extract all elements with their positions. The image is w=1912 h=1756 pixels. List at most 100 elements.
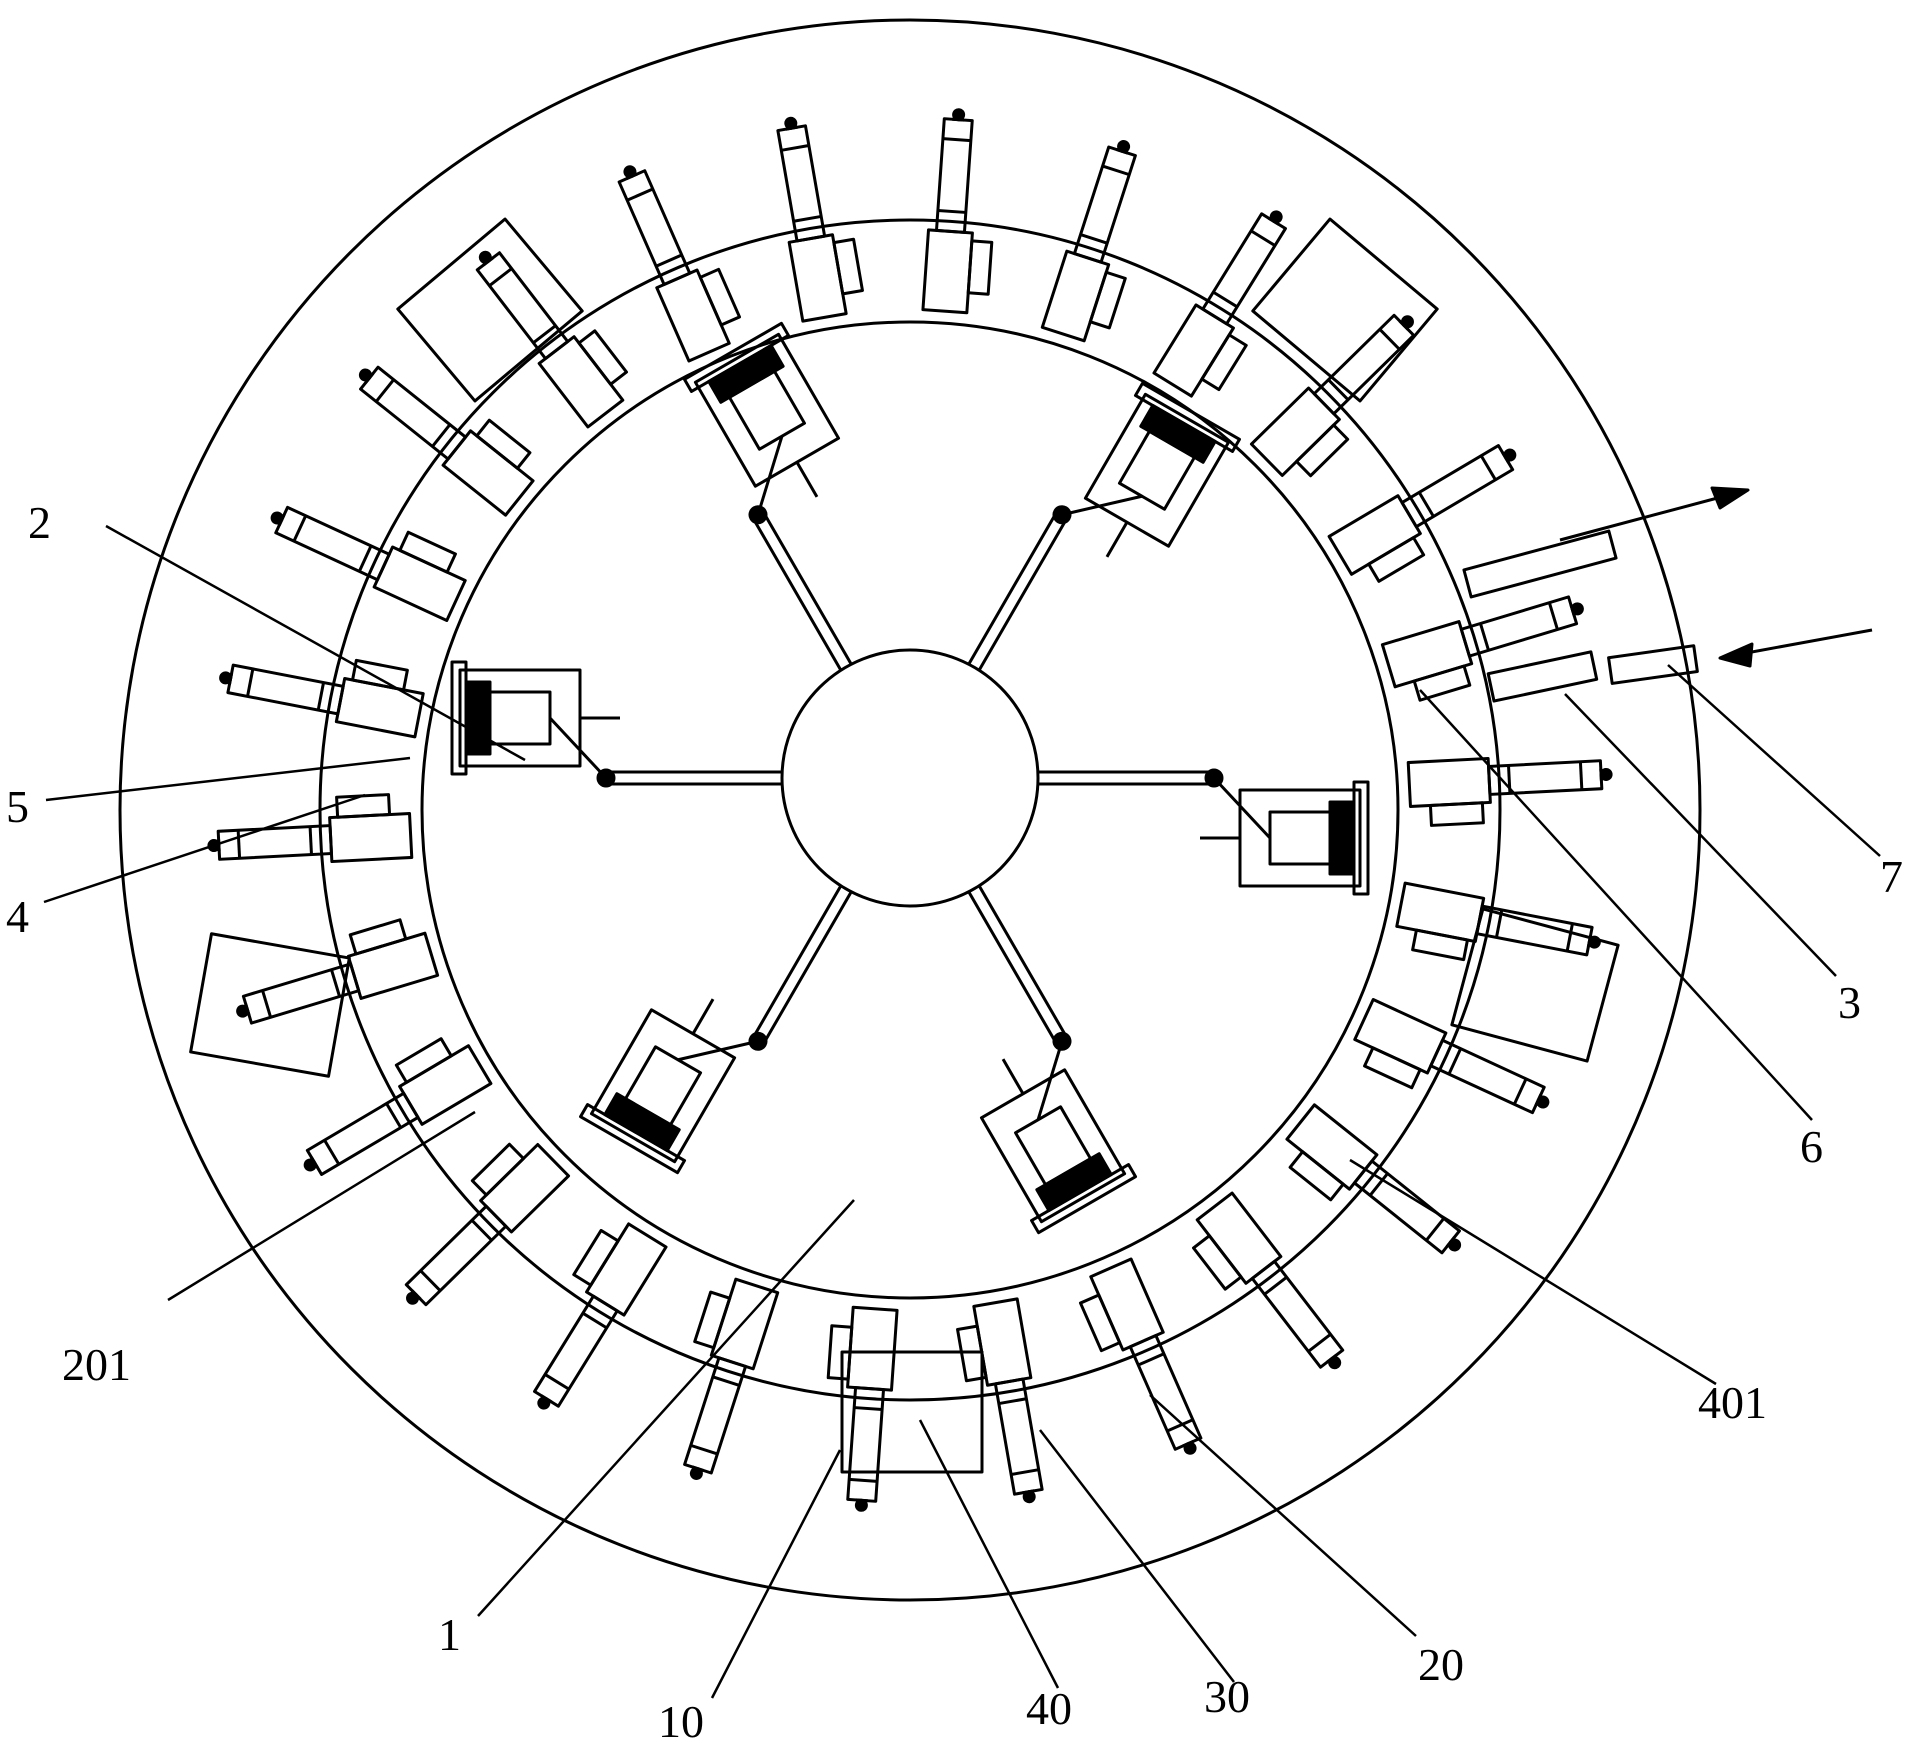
station-housing [846, 1305, 899, 1392]
robot-arm [1038, 768, 1370, 896]
leader-line [1564, 693, 1837, 977]
ring-station [921, 108, 994, 315]
cylinder-collar [236, 830, 242, 859]
station-housing [585, 1222, 668, 1317]
arm-forelink [548, 716, 608, 780]
arm-forelink [1036, 1040, 1064, 1121]
ring-station [303, 1037, 493, 1176]
ring-station [617, 165, 742, 363]
cylinder-collar [998, 1397, 1027, 1406]
label-1: 1 [438, 1609, 461, 1660]
manipulator-motor [464, 680, 492, 756]
cylinder-tip [1022, 1490, 1036, 1504]
station-cylinder [226, 663, 345, 716]
robot-arm [579, 885, 853, 1175]
label-7: 7 [1880, 851, 1903, 902]
arm-link [977, 885, 1067, 1036]
cylinder-tip [1570, 602, 1584, 616]
part-labels: 2 5 4 201 1 10 40 30 20 401 6 3 7 [6, 497, 1903, 1747]
cylinder-tip [406, 1291, 420, 1305]
ring-station [1078, 1257, 1203, 1455]
station-motor [1428, 801, 1485, 827]
robot-arm [967, 885, 1138, 1235]
station-motor [475, 418, 532, 470]
turntable-inner-edge [420, 320, 1400, 1300]
cylinder-collar [626, 187, 654, 202]
arm-joint [1052, 505, 1072, 525]
arm-forelink [677, 1039, 759, 1062]
cylinder-collar [1417, 491, 1435, 518]
part-3-cylinder [1486, 650, 1599, 703]
station-cylinder [1250, 1259, 1345, 1369]
robot-arm [967, 381, 1241, 671]
cylinder-collar [544, 1373, 570, 1391]
leader-line [105, 524, 526, 762]
feeder-box [1450, 907, 1620, 1063]
cylinder-tip [303, 1158, 317, 1172]
cylinder-collar [1137, 1352, 1165, 1367]
cylinder-collar [470, 1219, 493, 1242]
feed-parts [189, 217, 1873, 1474]
leader-line [167, 1110, 476, 1302]
leader-line [1419, 689, 1813, 1121]
leader-line [477, 1199, 855, 1617]
ring-station [404, 1142, 571, 1307]
robot-arms [450, 321, 1370, 1235]
leader-line [918, 1419, 1060, 1689]
station-housing [787, 233, 848, 323]
label-2: 2 [28, 497, 51, 548]
ring-station [826, 1305, 899, 1512]
station-cylinder [993, 1377, 1044, 1496]
cylinder-collar [712, 1375, 740, 1387]
cylinder-collar [1512, 1078, 1528, 1105]
cylinder-tip [1269, 210, 1283, 224]
cylinder-collar [1368, 1172, 1389, 1197]
manipulator-head [579, 998, 737, 1175]
ring-station [1406, 756, 1613, 827]
station-motor [1088, 270, 1127, 330]
cylinder-collar [793, 214, 822, 223]
outfeed-arrow-shaft [1559, 490, 1741, 542]
station-motor [1295, 423, 1350, 478]
cylinder-tip [1328, 1356, 1342, 1370]
cylinder-collar [1010, 1468, 1039, 1476]
ring-station [475, 250, 628, 429]
cylinder-collar [308, 826, 313, 855]
outfeed-cylinder [1462, 529, 1618, 599]
manipulator-gripper [691, 998, 715, 1035]
cylinder-collar [1166, 1418, 1194, 1433]
cylinder-collar [854, 1406, 883, 1412]
manipulator-gripper [1001, 1058, 1025, 1095]
cylinder-collar [1378, 328, 1401, 351]
cylinder-collar [375, 378, 395, 403]
station-motor [394, 1037, 453, 1084]
cylinder-tip [623, 165, 637, 179]
cylinder-tip [1536, 1095, 1550, 1109]
ring-station [1353, 998, 1550, 1115]
cylinder-tip [537, 1396, 551, 1410]
station-motor [398, 530, 457, 574]
cylinder-collar [419, 1269, 442, 1292]
label-401: 401 [1698, 1377, 1767, 1428]
arm-joint [748, 1031, 768, 1051]
cylinder-collar [385, 1102, 403, 1129]
manipulator-plate [1030, 1163, 1138, 1235]
station-motor [572, 1228, 620, 1287]
label-leader-lines [43, 524, 1881, 1699]
manipulator-head [1083, 381, 1241, 558]
central-hub [780, 648, 1040, 908]
ring-station [219, 658, 425, 739]
cylinder-collar [1250, 229, 1276, 247]
cylinder-tip [689, 1466, 703, 1480]
label-40: 40 [1026, 1683, 1072, 1734]
feeder-box [189, 932, 351, 1078]
label-30: 30 [1204, 1671, 1250, 1722]
feeder-box [840, 1350, 984, 1474]
manipulator-gripper [1105, 521, 1129, 558]
station-motor [1367, 536, 1426, 583]
cylinder-collar [1080, 233, 1108, 245]
manipulator-head [979, 1058, 1138, 1235]
station-motor [693, 1290, 732, 1350]
manipulator-head [682, 321, 841, 498]
